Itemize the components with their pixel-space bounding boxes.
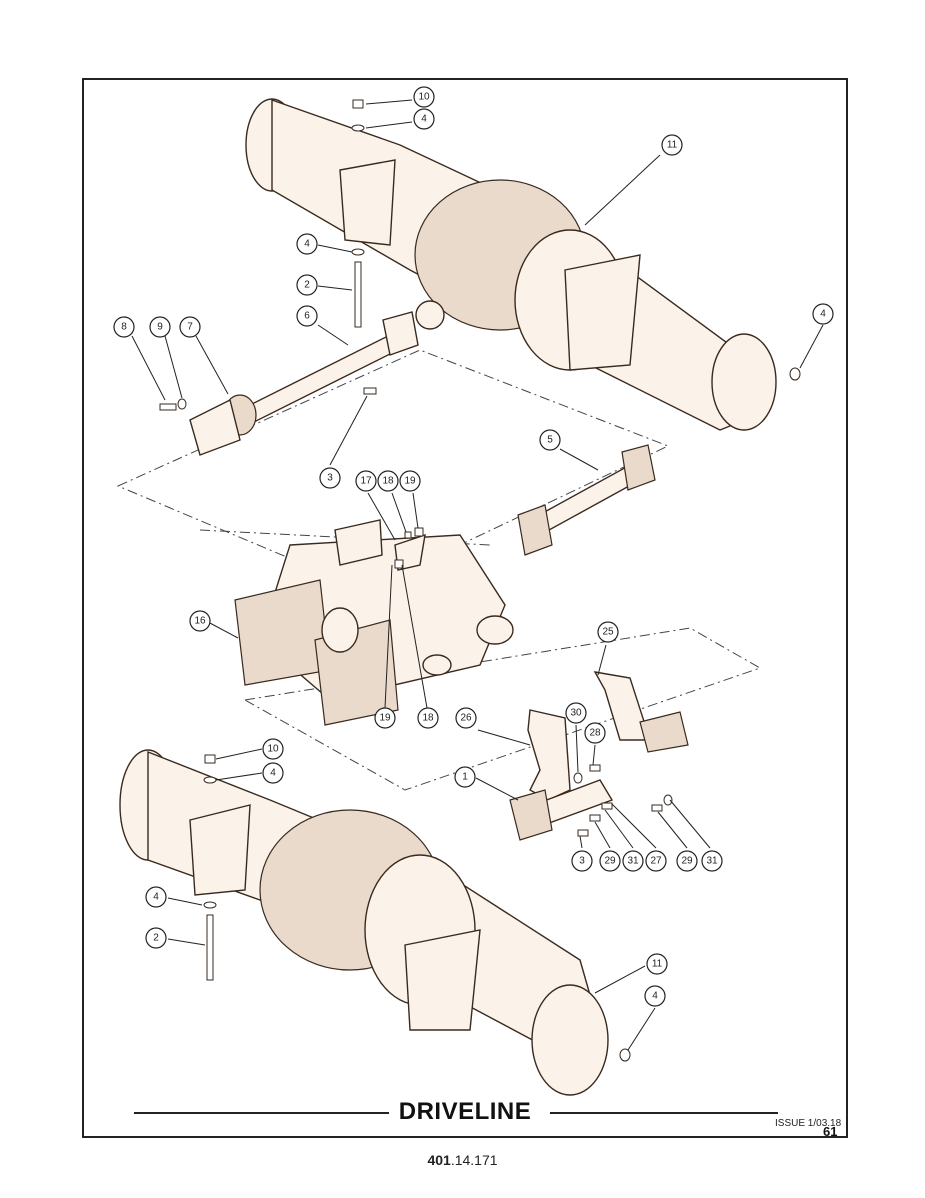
callout: 4 bbox=[262, 762, 284, 784]
svg-text:18: 18 bbox=[422, 713, 434, 724]
callout: 9 bbox=[149, 316, 171, 338]
callout: 10 bbox=[262, 738, 284, 760]
svg-text:2: 2 bbox=[153, 933, 159, 944]
svg-text:28: 28 bbox=[589, 728, 601, 739]
svg-text:9: 9 bbox=[157, 322, 163, 333]
callout: 4 bbox=[413, 108, 435, 130]
svg-text:11: 11 bbox=[652, 959, 663, 970]
transmission bbox=[234, 519, 514, 726]
svg-text:27: 27 bbox=[650, 856, 662, 867]
page-number: 61 bbox=[823, 1124, 838, 1139]
svg-text:26: 26 bbox=[460, 713, 472, 724]
svg-text:16: 16 bbox=[194, 616, 206, 627]
document-number-suffix: .14.171 bbox=[450, 1152, 498, 1168]
svg-text:8: 8 bbox=[121, 322, 127, 333]
callout: 27 bbox=[645, 850, 667, 872]
lower-drive-shaft-assembly bbox=[509, 671, 689, 841]
callout-group: 10 4 11 4 2 6 4 8 9 7 3 5 17 18 19 16 19… bbox=[113, 86, 834, 1007]
svg-text:10: 10 bbox=[267, 744, 279, 755]
svg-text:4: 4 bbox=[270, 768, 276, 779]
callout: 4 bbox=[296, 233, 318, 255]
callout: 31 bbox=[701, 850, 723, 872]
svg-text:31: 31 bbox=[627, 856, 639, 867]
svg-text:5: 5 bbox=[547, 435, 553, 446]
document-number: 401.14.171 bbox=[0, 1152, 925, 1168]
svg-text:17: 17 bbox=[360, 476, 372, 487]
upper-drive-shaft bbox=[189, 300, 445, 456]
leader-lines bbox=[131, 99, 824, 1051]
title-bar: DRIVELINE bbox=[82, 1098, 848, 1138]
callout: 7 bbox=[179, 316, 201, 338]
callout: 2 bbox=[145, 927, 167, 949]
callout: 5 bbox=[539, 429, 561, 451]
title-rule-left bbox=[134, 1112, 449, 1114]
callout: 1 bbox=[454, 766, 476, 788]
callout: 18 bbox=[377, 470, 399, 492]
callout: 8 bbox=[113, 316, 135, 338]
callout: 29 bbox=[676, 850, 698, 872]
center-drive-shaft bbox=[517, 444, 656, 556]
svg-text:4: 4 bbox=[820, 309, 826, 320]
callout: 26 bbox=[455, 707, 477, 729]
callout: 10 bbox=[413, 86, 435, 108]
callout: 4 bbox=[812, 303, 834, 325]
callout: 4 bbox=[145, 886, 167, 908]
callout: 18 bbox=[417, 707, 439, 729]
callout: 3 bbox=[571, 850, 593, 872]
svg-text:10: 10 bbox=[418, 92, 430, 103]
callout: 17 bbox=[355, 470, 377, 492]
svg-text:4: 4 bbox=[304, 239, 310, 250]
document-number-prefix: 401 bbox=[427, 1152, 451, 1168]
svg-text:4: 4 bbox=[421, 114, 427, 125]
callout: 25 bbox=[597, 621, 619, 643]
callout: 19 bbox=[374, 707, 396, 729]
callout: 28 bbox=[584, 722, 606, 744]
svg-text:19: 19 bbox=[404, 476, 416, 487]
svg-text:19: 19 bbox=[379, 713, 391, 724]
page-title: DRIVELINE bbox=[388, 1098, 542, 1125]
assembly-guide-upper bbox=[116, 349, 670, 591]
svg-text:4: 4 bbox=[652, 991, 658, 1002]
svg-text:4: 4 bbox=[153, 892, 159, 903]
hardware bbox=[159, 99, 801, 1062]
issue-label: ISSUE 1/03.18 bbox=[775, 1118, 842, 1129]
svg-text:6: 6 bbox=[304, 311, 310, 322]
callout: 11 bbox=[646, 953, 668, 975]
callout: 2 bbox=[296, 274, 318, 296]
svg-text:7: 7 bbox=[187, 322, 193, 333]
diagram-frame bbox=[82, 78, 848, 1138]
svg-text:25: 25 bbox=[602, 627, 614, 638]
callout: 30 bbox=[565, 702, 587, 724]
svg-text:29: 29 bbox=[604, 856, 616, 867]
upper-axle-housing bbox=[245, 98, 777, 431]
callout: 6 bbox=[296, 305, 318, 327]
title-rule-right bbox=[550, 1112, 778, 1114]
svg-text:30: 30 bbox=[570, 708, 582, 719]
svg-text:31: 31 bbox=[706, 856, 718, 867]
svg-text:11: 11 bbox=[667, 140, 678, 151]
svg-text:1: 1 bbox=[462, 772, 468, 783]
callout: 3 bbox=[319, 467, 341, 489]
callout: 29 bbox=[599, 850, 621, 872]
callout: 19 bbox=[399, 470, 421, 492]
assembly-guide-lower bbox=[243, 627, 762, 791]
callout: 4 bbox=[644, 985, 666, 1007]
svg-text:29: 29 bbox=[681, 856, 693, 867]
svg-text:2: 2 bbox=[304, 280, 310, 291]
svg-text:3: 3 bbox=[579, 856, 585, 867]
svg-text:18: 18 bbox=[382, 476, 394, 487]
svg-text:3: 3 bbox=[327, 473, 333, 484]
callout: 16 bbox=[189, 610, 211, 632]
callout: 31 bbox=[622, 850, 644, 872]
callout: 11 bbox=[661, 134, 683, 156]
lower-axle-housing bbox=[119, 749, 609, 1096]
